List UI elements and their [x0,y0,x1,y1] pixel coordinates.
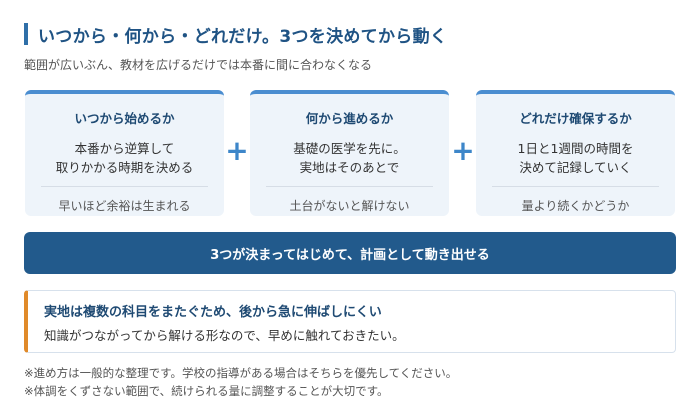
card-body-line: 決めて記録していく [519,160,632,175]
page-title: いつから・何から・どれだけ。3つを決めてから動く [24,21,447,47]
card-divider [266,186,433,187]
card-what: 何から進めるか 基礎の医学を先に。 実地はそのあとで 土台がないと解けない [250,90,449,216]
card-body: 1日と1週間の時間を 決めて記録していく [476,139,675,177]
card-heading: 何から進めるか [305,111,394,126]
card-body-line: 実地はそのあとで [299,160,400,175]
conclusion-banner: 3つが決まってはじめて、計画として動き出せる [24,232,676,274]
card-body-line: 取りかかる時期を決める [55,160,194,175]
card-body-line: 1日と1週間の時間を [517,141,634,156]
card-heading: どれだけ確保するか [519,111,632,126]
note-heading: 実地は複数の科目をまたぐため、後から急に伸ばしにくい [44,305,382,320]
card-how-much: どれだけ確保するか 1日と1週間の時間を 決めて記録していく 量より続くかどうか [476,90,675,216]
card-when: いつから始めるか 本番から逆算して 取りかかる時期を決める 早いほど余裕は生まれ… [25,90,224,216]
card-heading: いつから始めるか [74,111,175,126]
plus-icon: + [451,134,475,167]
footnote: ※体調をくずさない範囲で、続けられる量に調整することが大切です。 [24,384,389,398]
title-text: いつから・何から・どれだけ。3つを決めてから動く [38,26,448,47]
banner-text: 3つが決まってはじめて、計画として動き出せる [210,247,490,263]
card-divider [492,186,659,187]
note-body: 知識がつながってから解ける形なので、早めに触れておきたい。 [44,328,405,343]
card-body: 基礎の医学を先に。 実地はそのあとで [250,139,449,177]
page-subtitle: 範囲が広いぶん、教材を広げるだけでは本番に間に合わなくなる [24,58,373,72]
card-body: 本番から逆算して 取りかかる時期を決める [25,139,224,177]
note-box: 実地は複数の科目をまたぐため、後から急に伸ばしにくい 知識がつながってから解ける… [24,290,676,353]
card-body-line: 本番から逆算して [74,141,175,156]
plus-icon: + [225,134,249,167]
card-footer: 早いほど余裕は生まれる [58,199,191,213]
footnote: ※進め方は一般的な整理です。学校の指導がある場合はそちらを優先してください。 [24,366,458,380]
card-body-line: 基礎の医学を先に。 [293,141,406,156]
title-accent-bar [24,23,28,45]
card-footer: 土台がないと解けない [289,199,410,213]
card-divider [41,186,208,187]
card-footer: 量より続くかどうか [521,199,630,213]
